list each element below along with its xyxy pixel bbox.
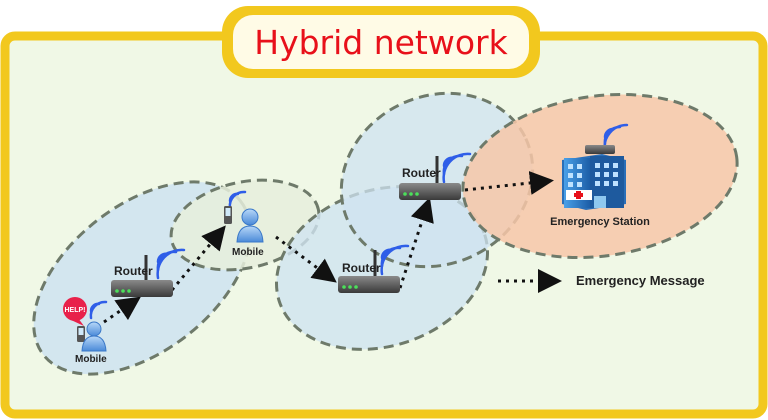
mobile-user-2: Mobile: [224, 190, 264, 258]
router-2-label: Router: [342, 261, 381, 275]
router-1: Router: [111, 248, 186, 297]
router-3-label: Router: [402, 166, 441, 180]
person-head-icon: [241, 208, 259, 226]
legend: Emergency Message: [498, 269, 705, 293]
title-badge: Hybrid network: [222, 6, 540, 78]
wifi-icon: [380, 244, 410, 276]
page-title: Hybrid network: [254, 23, 508, 62]
wifi-icon: [89, 300, 108, 320]
arrow-mobile2-to-router2: [275, 235, 337, 283]
arrow-router3-to-station: [464, 171, 554, 195]
router-2: Router: [338, 244, 410, 293]
wifi-icon: [442, 152, 472, 184]
emergency-station-label: Emergency Station: [550, 216, 650, 228]
router-1-body: [111, 280, 173, 297]
arrow-router2-to-router3: [398, 197, 434, 289]
help-bubble-text: HELP!: [65, 307, 86, 314]
emergency-station: Emergency Station: [550, 123, 650, 228]
router-3: Router: [399, 152, 472, 200]
wifi-icon: [156, 248, 186, 280]
legend-emergency-message: Emergency Message: [576, 273, 705, 288]
mobile-2-label: Mobile: [232, 247, 264, 258]
station-router-icon: [585, 145, 615, 154]
mobile-1-label: Mobile: [75, 354, 107, 365]
router-1-label: Router: [114, 264, 153, 278]
person-body-icon: [236, 225, 264, 243]
person-body-icon: [81, 335, 107, 352]
person-head-icon: [86, 321, 102, 337]
router-3-body: [399, 183, 461, 200]
message-arrows: [103, 171, 554, 324]
mobile-user-1: HELP! Mobile: [63, 297, 108, 365]
router-2-body: [338, 276, 400, 293]
phone-icon: [77, 326, 85, 342]
arrow-mobile1-to-router1: [103, 296, 141, 324]
arrow-router1-to-mobile2: [170, 225, 226, 291]
wifi-icon: [228, 190, 247, 210]
phone-icon: [224, 206, 232, 224]
hospital-building-icon: [562, 154, 626, 210]
help-bubble: HELP!: [63, 297, 87, 326]
